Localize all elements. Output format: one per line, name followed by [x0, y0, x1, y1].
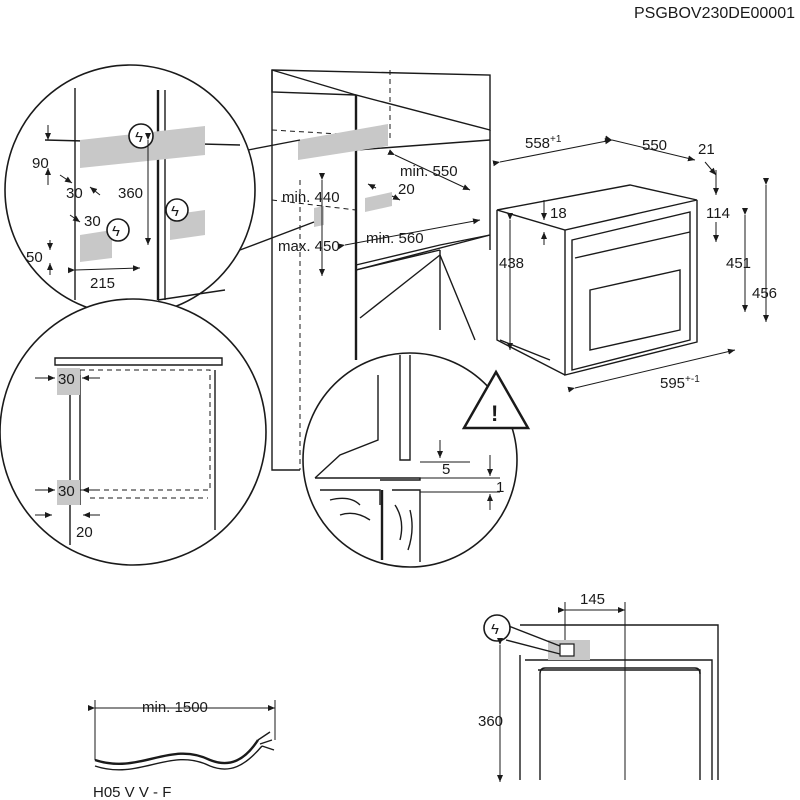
- detail-mid-left: 30 30 20: [0, 298, 267, 566]
- warning-icon: [461, 369, 531, 430]
- dim-30a: 30: [66, 185, 83, 202]
- dim-215: 215: [90, 275, 115, 292]
- detail-top-left: ϟ ϟ ϟ 90 30 360 30 50 215: [4, 64, 256, 316]
- oven-front: 21: [698, 141, 715, 158]
- cabinet-depth-min: min. 550: [400, 163, 458, 180]
- cable-length: min. 1500: [142, 699, 208, 716]
- back-dim-145: 145: [580, 591, 605, 608]
- oven-front-width: 595+-1: [660, 374, 700, 392]
- exclamation-glyph: !: [491, 401, 498, 426]
- dim-20: 20: [76, 524, 93, 541]
- dim-1: 1: [496, 479, 504, 496]
- dim-90: 90: [32, 155, 49, 172]
- dim-5: 5: [442, 461, 450, 478]
- back-dim-360: 360: [478, 713, 503, 730]
- dim-360: 360: [118, 185, 143, 202]
- cabinet-gap: 20: [398, 181, 415, 198]
- oven-drawing: 558+1 550 21 18 114 438 451 456 595+-1: [492, 134, 777, 393]
- dim-30b: 30: [84, 213, 101, 230]
- power-icon: ϟ: [491, 621, 499, 638]
- oven-depth: 550: [642, 137, 667, 154]
- cable-type: H05 V V - F: [93, 784, 171, 800]
- power-icon: ϟ: [135, 129, 143, 146]
- power-icon: ϟ: [112, 223, 120, 240]
- cabinet-width-min: min. 560: [366, 230, 424, 247]
- power-icon: ϟ: [171, 203, 179, 220]
- dim-50: 50: [26, 249, 43, 266]
- oven-top-offset: 114: [706, 205, 730, 222]
- oven-top-inset: 18: [550, 205, 567, 222]
- back-view-drawing: ϟ 145 360: [478, 591, 719, 782]
- oven-inner-height: 451: [726, 255, 751, 272]
- oven-body-height: 438: [499, 255, 524, 272]
- dim-30-bottom: 30: [58, 483, 75, 500]
- oven-width: 558+1: [525, 134, 562, 152]
- cabinet-drawing: min. 550 20 min. 440 max. 450 min. 560: [271, 69, 491, 471]
- detail-center: 5 1 !: [302, 254, 531, 568]
- cable-drawing: min. 1500 H05 V V - F: [88, 699, 276, 800]
- cabinet-height-min: min. 440: [282, 189, 340, 206]
- document-code: PSGBOV230DE00001: [634, 5, 795, 22]
- cabinet-height-max: max. 450: [278, 238, 340, 255]
- dim-30-top: 30: [58, 371, 75, 388]
- oven-total-height: 456: [752, 285, 777, 302]
